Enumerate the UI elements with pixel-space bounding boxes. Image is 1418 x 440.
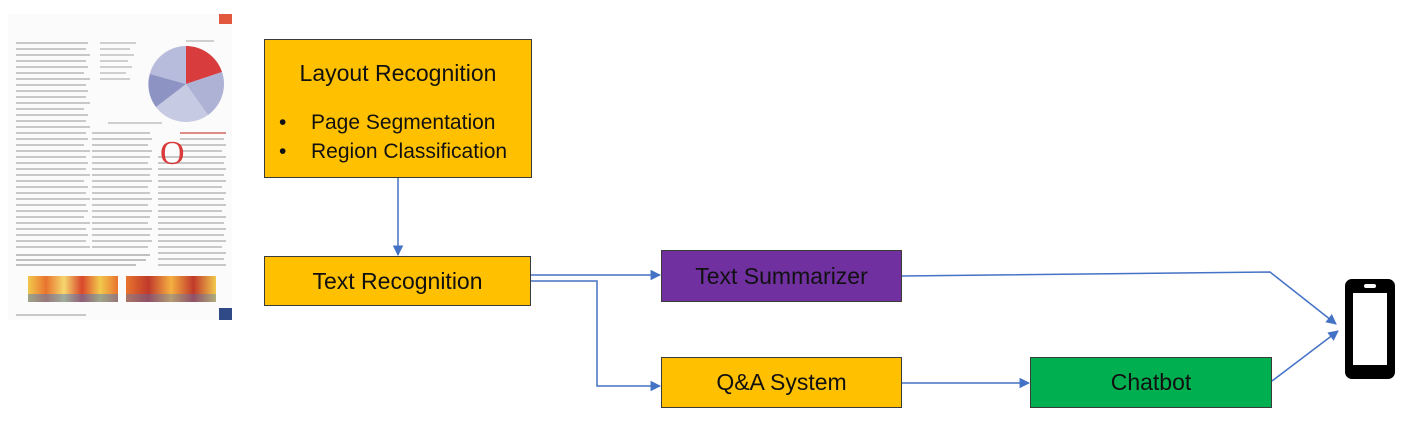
arrow-text-to-qa [530, 280, 662, 392]
layout-recognition-box: Layout Recognition • Page Segmentation •… [264, 39, 532, 178]
qa-system-label: Q&A System [716, 369, 847, 395]
bullet-icon: • [279, 111, 287, 134]
text-recognition-box: Text Recognition [264, 256, 531, 306]
text-summarizer-label: Text Summarizer [695, 262, 868, 289]
phone-speaker [1364, 284, 1376, 288]
bullet-item: • Region Classification [279, 137, 531, 166]
bullet-text: Region Classification [311, 140, 508, 163]
text-recognition-label: Text Recognition [312, 267, 483, 294]
layout-recognition-title: Layout Recognition [299, 60, 497, 86]
text-summarizer-box: Text Summarizer [661, 250, 902, 302]
chatbot-box: Chatbot [1030, 357, 1272, 408]
layout-recognition-bullets: • Page Segmentation • Region Classificat… [265, 108, 531, 166]
bullet-icon: • [279, 140, 287, 163]
smartphone-icon [1345, 279, 1395, 379]
bullet-item: • Page Segmentation [279, 108, 531, 137]
document-thumbnail-icon: O [8, 14, 232, 320]
svg-text:O: O [160, 135, 185, 172]
arrow-summarizer-to-phone [901, 271, 1337, 325]
document-page-graphic: O [8, 14, 232, 320]
bullet-text: Page Segmentation [311, 111, 496, 134]
qa-system-box: Q&A System [661, 357, 902, 408]
arrow-chatbot-to-phone [1271, 330, 1339, 382]
chatbot-label: Chatbot [1110, 369, 1192, 395]
